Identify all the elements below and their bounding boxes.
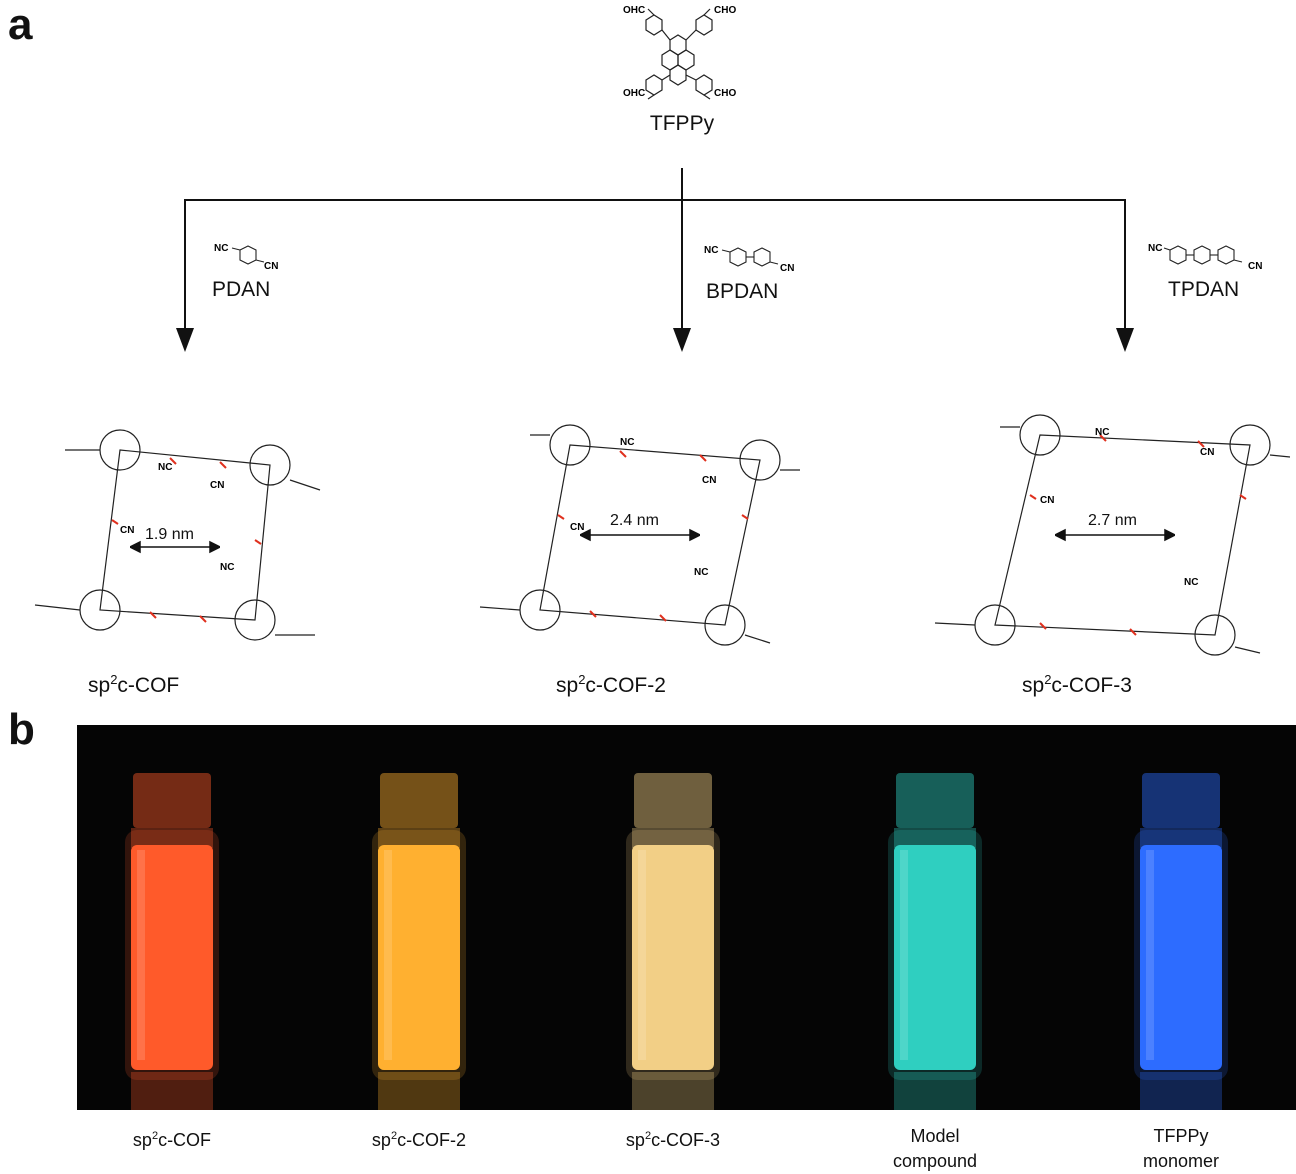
pdan-label: PDAN xyxy=(212,278,271,301)
arrow-head-center xyxy=(673,328,691,352)
svg-text:CN: CN xyxy=(1040,495,1054,506)
tfppy-label: TFPPy xyxy=(649,112,715,135)
vial-liquid xyxy=(378,845,460,1070)
cof1-structure: NC CN CN NC xyxy=(34,429,321,641)
vial-cap xyxy=(1142,773,1220,828)
panel-b-letter: b xyxy=(8,705,35,754)
vial-cap xyxy=(133,773,211,828)
tpdan-label: TPDAN xyxy=(1168,278,1240,301)
svg-text:NC: NC xyxy=(704,245,718,256)
svg-text:CN: CN xyxy=(264,261,278,272)
pore-arrow-2 xyxy=(580,528,700,542)
svg-text:CN: CN xyxy=(702,475,716,486)
svg-text:CN: CN xyxy=(210,480,224,491)
pore-arrow-1 xyxy=(130,540,220,554)
vials-svg xyxy=(125,773,1228,1110)
svg-text:NC: NC xyxy=(158,462,172,473)
cof3-structure: NC CN CN NC xyxy=(934,414,1291,656)
vial-1 xyxy=(125,773,219,1110)
pore-size-3: 2.7 nm xyxy=(1088,512,1137,529)
vial-caption-2: sp2c-COF-2 xyxy=(371,1130,467,1150)
vial-cap xyxy=(634,773,712,828)
bpdan-structure: NC CN xyxy=(704,245,794,274)
vial-4 xyxy=(888,773,982,1110)
cof2-structure: NC CN CN NC xyxy=(479,424,800,646)
ohc-label-top: OHC xyxy=(623,5,645,16)
svg-text:NC: NC xyxy=(1095,427,1109,438)
vial-5 xyxy=(1134,773,1228,1110)
svg-text:CN: CN xyxy=(1248,261,1262,272)
bpdan-label: BPDAN xyxy=(706,280,779,303)
ohc-label-bottom: OHC xyxy=(623,88,645,99)
pore-size-2: 2.4 nm xyxy=(610,512,659,529)
vial-cap xyxy=(380,773,458,828)
vial-liquid xyxy=(1140,845,1222,1070)
svg-text:CN: CN xyxy=(570,522,584,533)
tfppy-structure: OHC CHO OHC CHO xyxy=(623,5,736,100)
reaction-arrows xyxy=(176,168,1134,352)
svg-text:CN: CN xyxy=(780,263,794,274)
svg-text:NC: NC xyxy=(620,437,634,448)
pore-arrow-3 xyxy=(1055,528,1175,542)
arrow-head-right xyxy=(1116,328,1134,352)
panel-a-letter: a xyxy=(8,0,33,49)
svg-text:CN: CN xyxy=(120,525,134,536)
vial-2 xyxy=(372,773,466,1110)
vial-liquid xyxy=(632,845,714,1070)
vial-cap xyxy=(896,773,974,828)
vial-liquid xyxy=(894,845,976,1070)
cof3-label: sp2c-COF-3 xyxy=(1022,672,1132,697)
cho-label-bottom: CHO xyxy=(714,88,736,99)
vial-liquid xyxy=(131,845,213,1070)
vial-caption-1: sp2c-COF xyxy=(132,1130,212,1150)
vial-caption-3: sp2c-COF-3 xyxy=(625,1130,721,1150)
tpdan-structure: NC CN xyxy=(1148,243,1262,272)
pore-size-1: 1.9 nm xyxy=(145,526,194,543)
cof2-label: sp2c-COF-2 xyxy=(556,672,666,697)
svg-text:NC: NC xyxy=(220,562,234,573)
vial-3 xyxy=(626,773,720,1110)
svg-text:NC: NC xyxy=(694,567,708,578)
svg-text:NC: NC xyxy=(1184,577,1198,588)
svg-text:CN: CN xyxy=(1200,447,1214,458)
svg-text:NC: NC xyxy=(1148,243,1162,254)
svg-text:NC: NC xyxy=(214,243,228,254)
pdan-structure: NC CN xyxy=(214,243,278,272)
vials-photo xyxy=(77,725,1296,1110)
arrow-head-left xyxy=(176,328,194,352)
cof1-label: sp2c-COF xyxy=(88,672,180,697)
cho-label-top: CHO xyxy=(714,5,736,16)
